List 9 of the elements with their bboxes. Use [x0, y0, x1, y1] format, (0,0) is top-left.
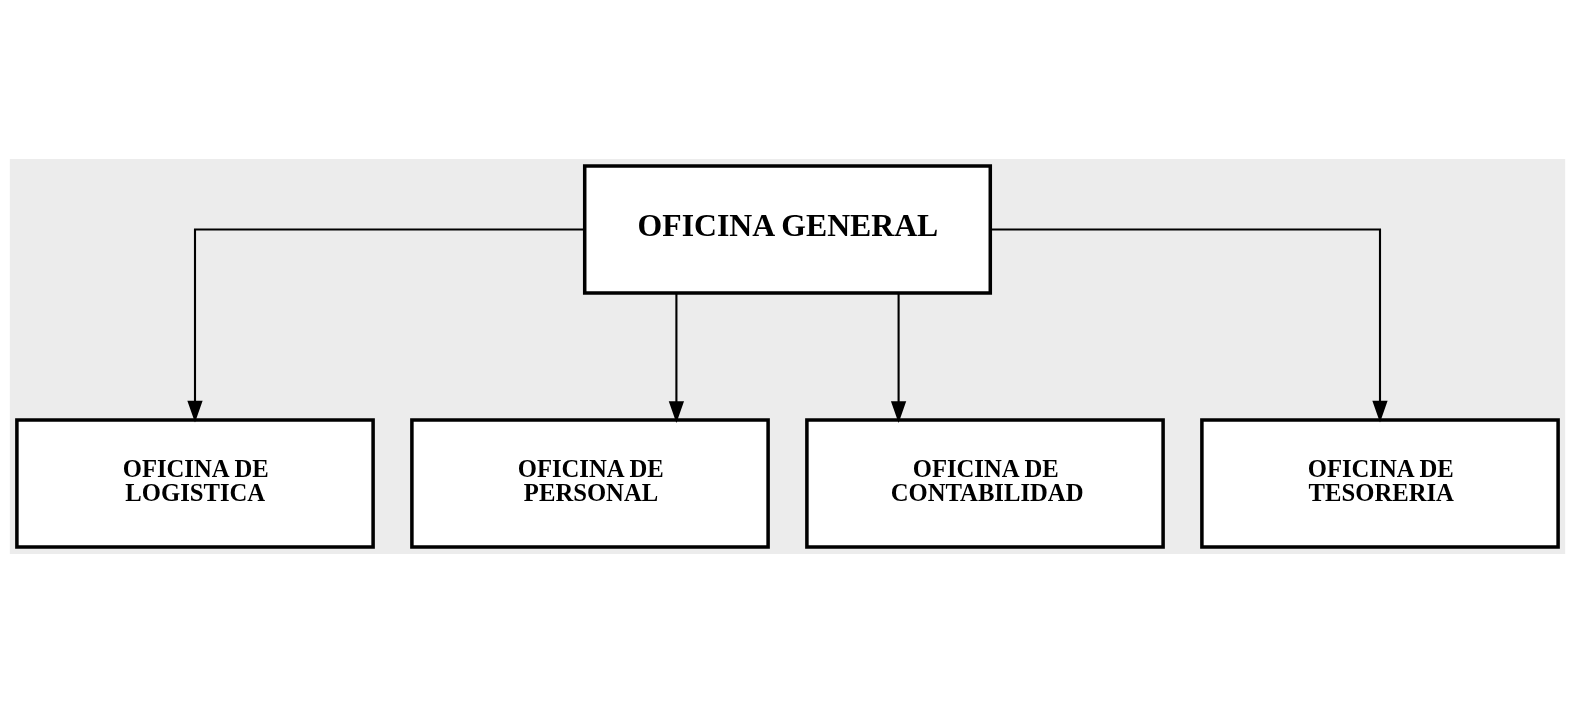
node-box: OFICINA DE TESORERIA — [1200, 418, 1560, 549]
node-box: OFICINA DE PERSONAL — [410, 418, 770, 549]
arrow — [187, 228, 585, 423]
node-box: OFICINA DE LOGISTICA — [15, 418, 375, 549]
node-box: OFICINA DE CONTABILIDAD — [805, 418, 1165, 549]
arrow — [668, 293, 685, 424]
node-box: OFICINA GENERAL — [582, 164, 993, 295]
arrow — [890, 293, 907, 424]
arrow — [990, 228, 1388, 423]
